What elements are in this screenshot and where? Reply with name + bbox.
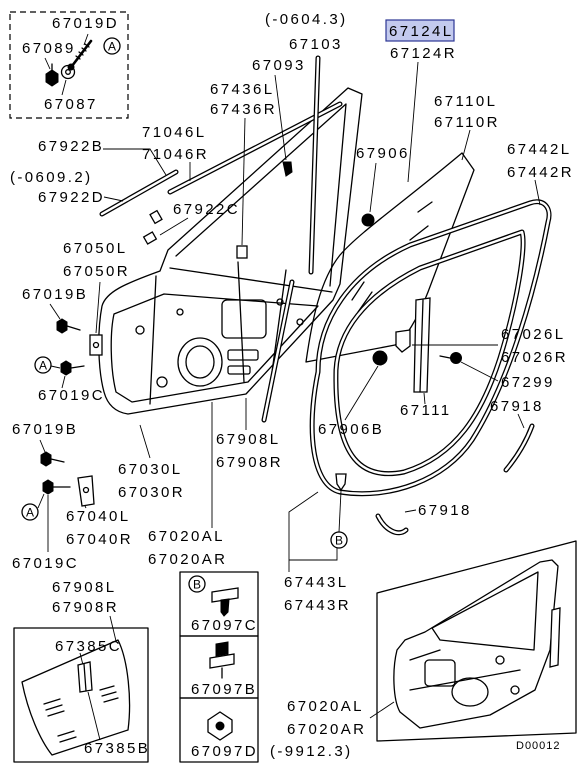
diagram-code: D00012 [516,740,561,752]
grommet-drawing [372,350,388,366]
trim-sheet-inset [13,627,149,763]
bolt-drawing [45,63,59,87]
upper-strips [99,55,343,423]
callout-67385b: 67385B [84,740,150,757]
door-inner-panel [98,87,363,415]
washer-drawing [60,64,76,80]
highlight-box [385,19,455,42]
callout-67436l: 67436L [210,81,274,98]
callout-67442r: 67442R [507,164,574,181]
callout-67908r-sheet: 67908R [52,599,119,616]
callout-67918-lower: 67918 [418,502,472,519]
callout-67385c: 67385C [55,638,122,655]
inset-dashed-frame [9,11,129,119]
inset-frame [376,540,577,742]
reference-marker-letter: A [26,506,34,520]
callout-67110r: 67110R [434,114,500,131]
callout-67908l: 67908L [216,431,280,448]
door-weatherstrip [309,199,552,497]
callout-67089: 67089 [22,40,76,57]
callout-67040r: 67040R [66,531,133,548]
callout-67097c: 67097C [191,617,258,634]
callout-67097b: 67097B [191,681,257,698]
callout-67019d: 67019D [52,15,119,32]
callout-labels: 67019D 67089 67087 (-0604.3) 67103 67124… [10,11,574,760]
callout-71046r: 71046R [142,146,209,163]
reference-marker-a: A [34,356,52,374]
callout-67906: 67906 [356,145,410,162]
leader-lines [37,61,541,741]
callout-67922d: 67922D [38,189,105,206]
clip-box-3 [179,697,259,763]
callout-67093: 67093 [252,57,306,74]
callout-67019b: 67019B [22,286,88,303]
door-shell-inset [376,540,577,742]
highlighted-callout: 67124L [385,19,455,42]
callout-67443l: 67443L [284,574,348,591]
callout-67436r: 67436R [210,101,277,118]
reference-marker-letter: B [193,578,201,592]
callout-67103: 67103 [289,36,343,53]
callout-67026l: 67026L [501,326,565,343]
strip-drawing [375,423,535,536]
callout-67050l: 67050L [63,240,127,257]
reference-marker-b: B [330,531,348,549]
callout-67908r: 67908R [216,454,283,471]
date-range-label: (-0604.3) [265,11,347,28]
reference-marker-letter: A [39,359,47,373]
door-glass [305,152,475,363]
callout-67110l: 67110L [434,93,497,110]
callout-67020al-inset: 67020AL [287,698,364,715]
callout-67922b: 67922B [38,138,104,155]
callout-67906b: 67906B [318,421,384,438]
reference-marker-b: B [188,575,206,593]
grommet-drawing [361,213,375,227]
callout-67030r: 67030R [118,484,185,501]
callout-67922c: 67922C [173,201,240,218]
callout-67030l: 67030L [118,461,182,478]
callout-67443r: 67443R [284,597,351,614]
callout-67020ar-inset: 67020AR [287,721,366,738]
callout-67020ar: 67020AR [148,551,227,568]
bracket-drawing [395,329,411,353]
fastener-inset: A [9,11,129,119]
hinge-parts [40,318,103,507]
callout-67020al: 67020AL [148,528,225,545]
callout-67124r: 67124R [390,45,457,62]
callout-67124l: 67124L [389,23,453,40]
clip-drawing [282,161,293,177]
callout-67019c: 67019C [38,387,105,404]
callout-67019c-lower: 67019C [12,555,79,572]
callout-67040l: 67040L [66,508,130,525]
inset-frame [13,627,149,763]
date-range-label: (-9912.3) [270,743,352,760]
callout-67918: 67918 [490,398,544,415]
bolt-drawing [439,352,462,364]
reference-marker-a: A [103,37,121,55]
reference-marker-a: A [21,503,39,521]
callout-67442l: 67442L [507,141,571,158]
callout-67908l-sheet: 67908L [52,579,116,596]
clip-drawing [335,473,347,492]
callout-67050r: 67050R [63,263,130,280]
callout-71046l: 71046L [142,124,206,141]
inner-seal [333,229,526,477]
clip-detail-boxes: B [179,571,259,763]
callout-67026r: 67026R [501,349,568,366]
date-range-label: (-0609.2) [10,169,92,186]
callout-67019b-lower: 67019B [12,421,78,438]
callout-67111: 67111 [400,402,452,419]
reference-marker-letter: B [335,534,343,548]
callout-67087: 67087 [44,96,98,113]
callout-67299: 67299 [501,374,555,391]
screw-drawing [67,39,93,71]
callout-67097d: 67097D [191,743,258,760]
reference-marker-letter: A [108,40,116,54]
